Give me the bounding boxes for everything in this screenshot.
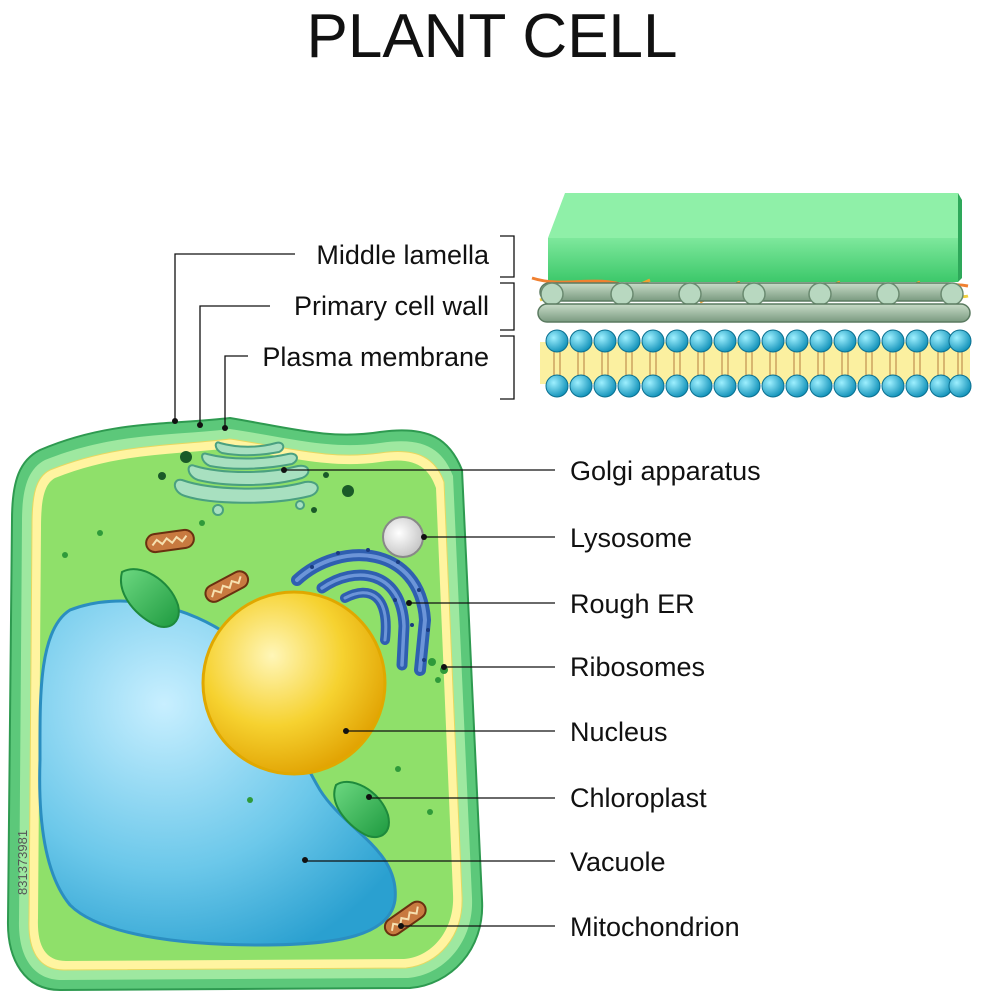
mitochondrion-upper [145,528,195,554]
plant-cell [6,416,484,992]
label-golgi-apparatus: Golgi apparatus [570,456,761,486]
cellulose-rod-front [537,303,971,323]
golgi-apparatus [173,441,319,516]
phospholipid-bilayer [540,329,972,398]
cellulose-spheres [540,282,964,306]
label-ribosomes: Ribosomes [570,652,705,682]
mitochondrion-middle [204,570,250,603]
chloroplast-upper [120,568,180,628]
label-chloroplast: Chloroplast [570,783,707,813]
phospholipid-heads-top [545,329,972,353]
labels: Middle lamella Primary cell wall Plasma … [262,240,760,942]
label-primary-cell-wall: Primary cell wall [294,291,489,321]
label-mitochondrion: Mitochondrion [570,912,740,942]
label-rough-er: Rough ER [570,589,695,619]
rough-er [291,548,432,676]
label-nucleus: Nucleus [570,717,668,747]
cell-wall-cross-section [500,193,972,400]
stock-id: 831373981 [15,830,30,895]
middle-lamella-block-right [958,193,962,282]
middle-lamella-block-front [548,238,958,282]
label-lysosome: Lysosome [570,523,692,553]
label-plasma-membrane: Plasma membrane [262,342,489,372]
middle-lamella-block-top [548,193,958,238]
label-vacuole: Vacuole [570,847,666,877]
nucleus [201,590,387,776]
phospholipid-heads-bottom [545,374,972,398]
leader-lines [172,253,555,929]
diagram-title: PLANT CELL [306,2,677,71]
label-middle-lamella: Middle lamella [316,240,490,270]
chloroplast-lower [333,780,390,838]
layer-brackets [500,235,515,400]
lysosome [382,516,424,558]
